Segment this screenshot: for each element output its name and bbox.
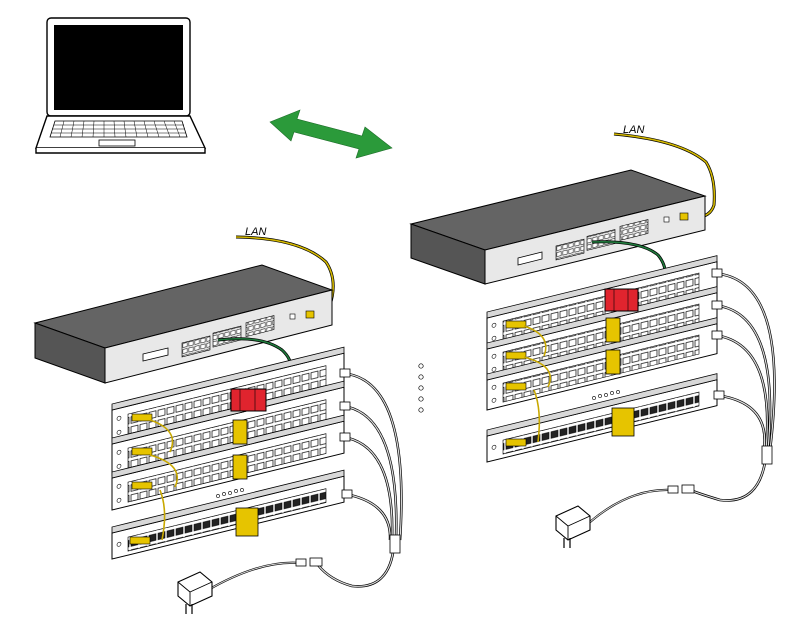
- continuation-dots-center: [418, 363, 424, 413]
- slave-module-left-3: [235, 507, 259, 537]
- network-switch-left: [33, 264, 334, 384]
- slave-module-left-2: [232, 454, 248, 480]
- bus-cables-right: [523, 325, 552, 443]
- patch-panel-left-3: [111, 414, 345, 511]
- continuation-dots-right: [592, 390, 620, 400]
- laptop-screen: [54, 25, 183, 110]
- patch-panel-right-4: [486, 373, 718, 463]
- slave-module-right-2: [605, 349, 621, 375]
- power-adapter-icon: [177, 571, 213, 614]
- lan-port: [305, 310, 315, 319]
- slave-module-right-3: [611, 407, 635, 437]
- master-module-right: [604, 288, 639, 312]
- lan-label-right: LAN: [623, 124, 644, 136]
- right-setup: LAN: [409, 124, 776, 548]
- switch-display: [142, 347, 169, 362]
- switch-display: [517, 251, 543, 266]
- bus-cables-left: [149, 419, 178, 541]
- patch-panel-right-3: [486, 317, 718, 411]
- cable-joint-right: [761, 445, 773, 465]
- laptop-icon: [35, 17, 207, 154]
- master-module-left: [230, 388, 267, 412]
- patch-panel-left-2: [111, 380, 345, 477]
- network-switch-right: [409, 169, 707, 285]
- continuation-dots-left: [216, 488, 244, 498]
- left-setup: LAN: [33, 226, 403, 614]
- cable-joint-left: [389, 534, 401, 554]
- patch-panel-right-2: [486, 286, 718, 380]
- double-arrow-icon: [269, 109, 393, 159]
- patch-panel-left-4: [111, 469, 345, 560]
- slave-module-left-1: [232, 419, 248, 445]
- touchpad: [98, 139, 136, 147]
- patch-panel-left-1: [111, 346, 345, 443]
- lan-port: [679, 212, 689, 221]
- power-adapter-icon: [555, 505, 591, 548]
- lan-label-left: LAN: [245, 226, 266, 238]
- slave-module-right-1: [605, 317, 621, 343]
